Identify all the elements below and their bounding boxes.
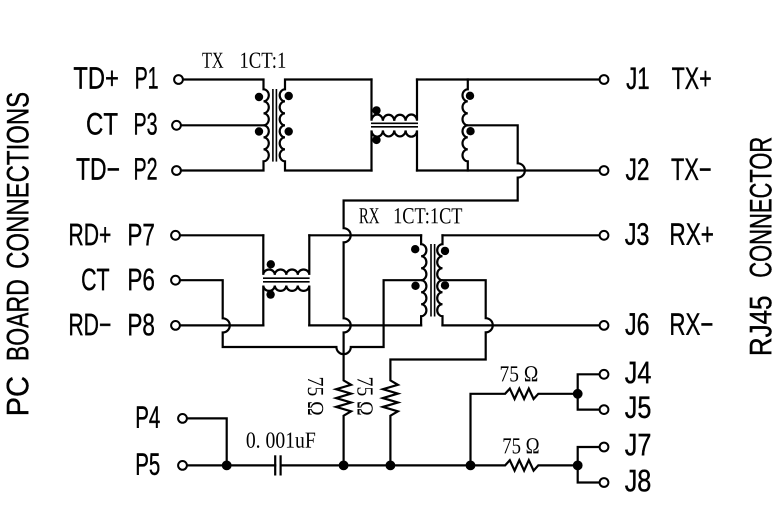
svg-text:RX: RX: [359, 203, 380, 228]
svg-text:P4: P4: [135, 400, 160, 435]
svg-text:P2: P2: [134, 152, 158, 187]
svg-text:J7: J7: [625, 427, 652, 462]
svg-text:TX+: TX+: [672, 61, 712, 96]
svg-text:CONNECTIONS: CONNECTIONS: [0, 92, 35, 269]
svg-text:J2: J2: [626, 152, 650, 187]
svg-text:75 Ω: 75 Ω: [303, 377, 328, 416]
svg-text:TX−: TX−: [671, 152, 712, 187]
svg-text:CT: CT: [81, 262, 110, 297]
svg-text:RD+: RD+: [68, 217, 111, 252]
svg-text:J1: J1: [626, 61, 650, 96]
svg-text:J8: J8: [625, 463, 652, 498]
svg-text:RD−: RD−: [68, 307, 111, 342]
svg-text:P7: P7: [127, 217, 155, 252]
svg-text:P8: P8: [127, 307, 155, 342]
svg-text:P5: P5: [135, 447, 160, 482]
svg-text:1CT:1: 1CT:1: [239, 48, 286, 73]
svg-text:CT: CT: [86, 106, 118, 141]
svg-text:TX: TX: [202, 48, 224, 73]
svg-text:75 Ω: 75 Ω: [352, 377, 377, 416]
svg-text:P1: P1: [135, 61, 159, 96]
svg-text:J6: J6: [625, 307, 650, 342]
svg-text:P6: P6: [127, 262, 155, 297]
svg-text:J4: J4: [625, 355, 652, 390]
svg-text:CONNECTOR: CONNECTOR: [743, 137, 778, 278]
svg-text:RX+: RX+: [669, 217, 714, 252]
svg-text:PC: PC: [0, 376, 35, 416]
svg-text:TD+: TD+: [73, 61, 119, 96]
svg-text:J3: J3: [625, 217, 650, 252]
svg-text:75 Ω: 75 Ω: [502, 433, 539, 458]
svg-text:TD−: TD−: [76, 152, 120, 187]
svg-text:P3: P3: [134, 107, 158, 142]
svg-text:75 Ω: 75 Ω: [500, 361, 539, 386]
svg-text:RX−: RX−: [669, 307, 713, 342]
svg-text:BOARD: BOARD: [0, 279, 35, 361]
svg-text:0. 001uF: 0. 001uF: [246, 428, 316, 453]
svg-text:J5: J5: [625, 390, 652, 425]
svg-text:1CT:1CT: 1CT:1CT: [393, 203, 462, 228]
svg-text:RJ45: RJ45: [743, 296, 778, 357]
